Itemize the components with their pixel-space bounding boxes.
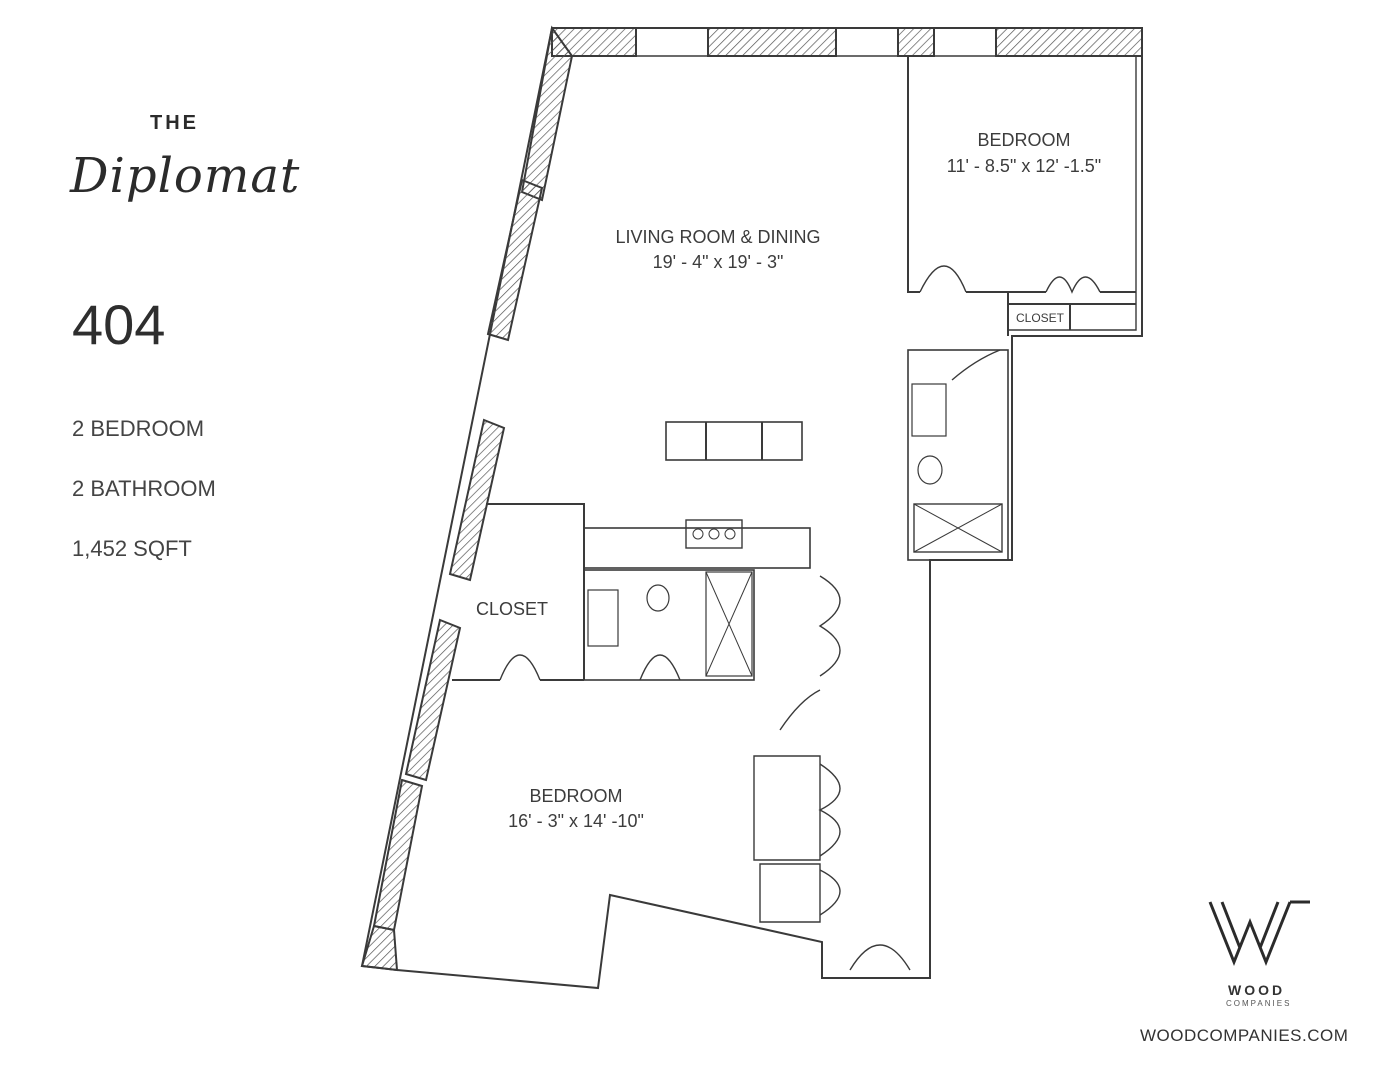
closet-ne-label: CLOSET [1016, 311, 1065, 325]
window-left-1 [520, 25, 574, 202]
bathroom-sw-door [639, 654, 681, 681]
window-left-4 [404, 618, 462, 782]
closet-w-door [499, 654, 541, 681]
bathroom-sw [583, 569, 755, 681]
bedroom-count: 2 BEDROOM [72, 416, 205, 441]
window-top-3 [897, 27, 935, 57]
bathroom-count: 2 BATHROOM [72, 476, 216, 501]
living-room-dims: 19' - 4" x 19' - 3" [653, 252, 784, 272]
living-room-name: LIVING ROOM & DINING [615, 227, 820, 247]
wardrobe-sw [753, 755, 821, 923]
unit-number: 404 [72, 293, 166, 356]
bedroom-ne-name: BEDROOM [977, 130, 1070, 150]
window-top-2 [707, 27, 837, 57]
unit-info-panel: THE Diplomat 404 2 BEDROOM 2 BATHROOM 1,… [0, 0, 330, 1080]
window-left-6 [360, 924, 399, 972]
logo-wordmark: WOOD [1228, 982, 1286, 998]
bedroom-ne-wall [907, 56, 1136, 293]
bedroom-sw-name: BEDROOM [529, 786, 622, 806]
bedroom-sw-door [779, 689, 821, 731]
window-top-4 [995, 27, 1143, 57]
toilet-sw [646, 584, 670, 612]
bedroom-ne-door [919, 265, 967, 293]
brand-name: Diplomat [70, 148, 301, 204]
wardrobe-doors-lower [818, 763, 841, 916]
closet-ne-doors [1045, 276, 1101, 294]
window-left-5 [372, 778, 424, 932]
logo-subtitle: COMPANIES [1226, 999, 1292, 1008]
toilet-ne [917, 455, 943, 485]
interior-outline [572, 55, 1137, 331]
bedroom-ne-dims: 11' - 8.5" x 12' -1.5" [947, 156, 1101, 176]
bedroom-sw-dims: 16' - 3" x 14' -10" [508, 811, 644, 831]
cooktop [685, 519, 743, 549]
window-left-3 [448, 418, 506, 582]
brand-prefix: THE [150, 112, 199, 134]
square-footage: 1,452 SQFT [72, 536, 192, 561]
closet-w-label: CLOSET [476, 599, 548, 619]
bathroom-ne-door [951, 349, 1001, 381]
shower-ne [913, 503, 1003, 553]
shower-sw [705, 571, 753, 677]
vanity-sw [587, 589, 619, 647]
website-link[interactable]: WOODCOMPANIES.COM [1140, 1026, 1349, 1045]
window-top-1 [551, 27, 637, 57]
entry-door [849, 944, 911, 971]
exterior-wall [360, 27, 1143, 990]
vanity-ne [911, 383, 947, 437]
wardrobe-doors-upper [818, 575, 841, 677]
kitchen-island [665, 421, 803, 461]
closet-ne-wall [1007, 292, 1136, 336]
window-left-2 [486, 178, 544, 342]
bathroom-ne [907, 349, 1009, 561]
wood-companies-logo [1208, 900, 1310, 967]
